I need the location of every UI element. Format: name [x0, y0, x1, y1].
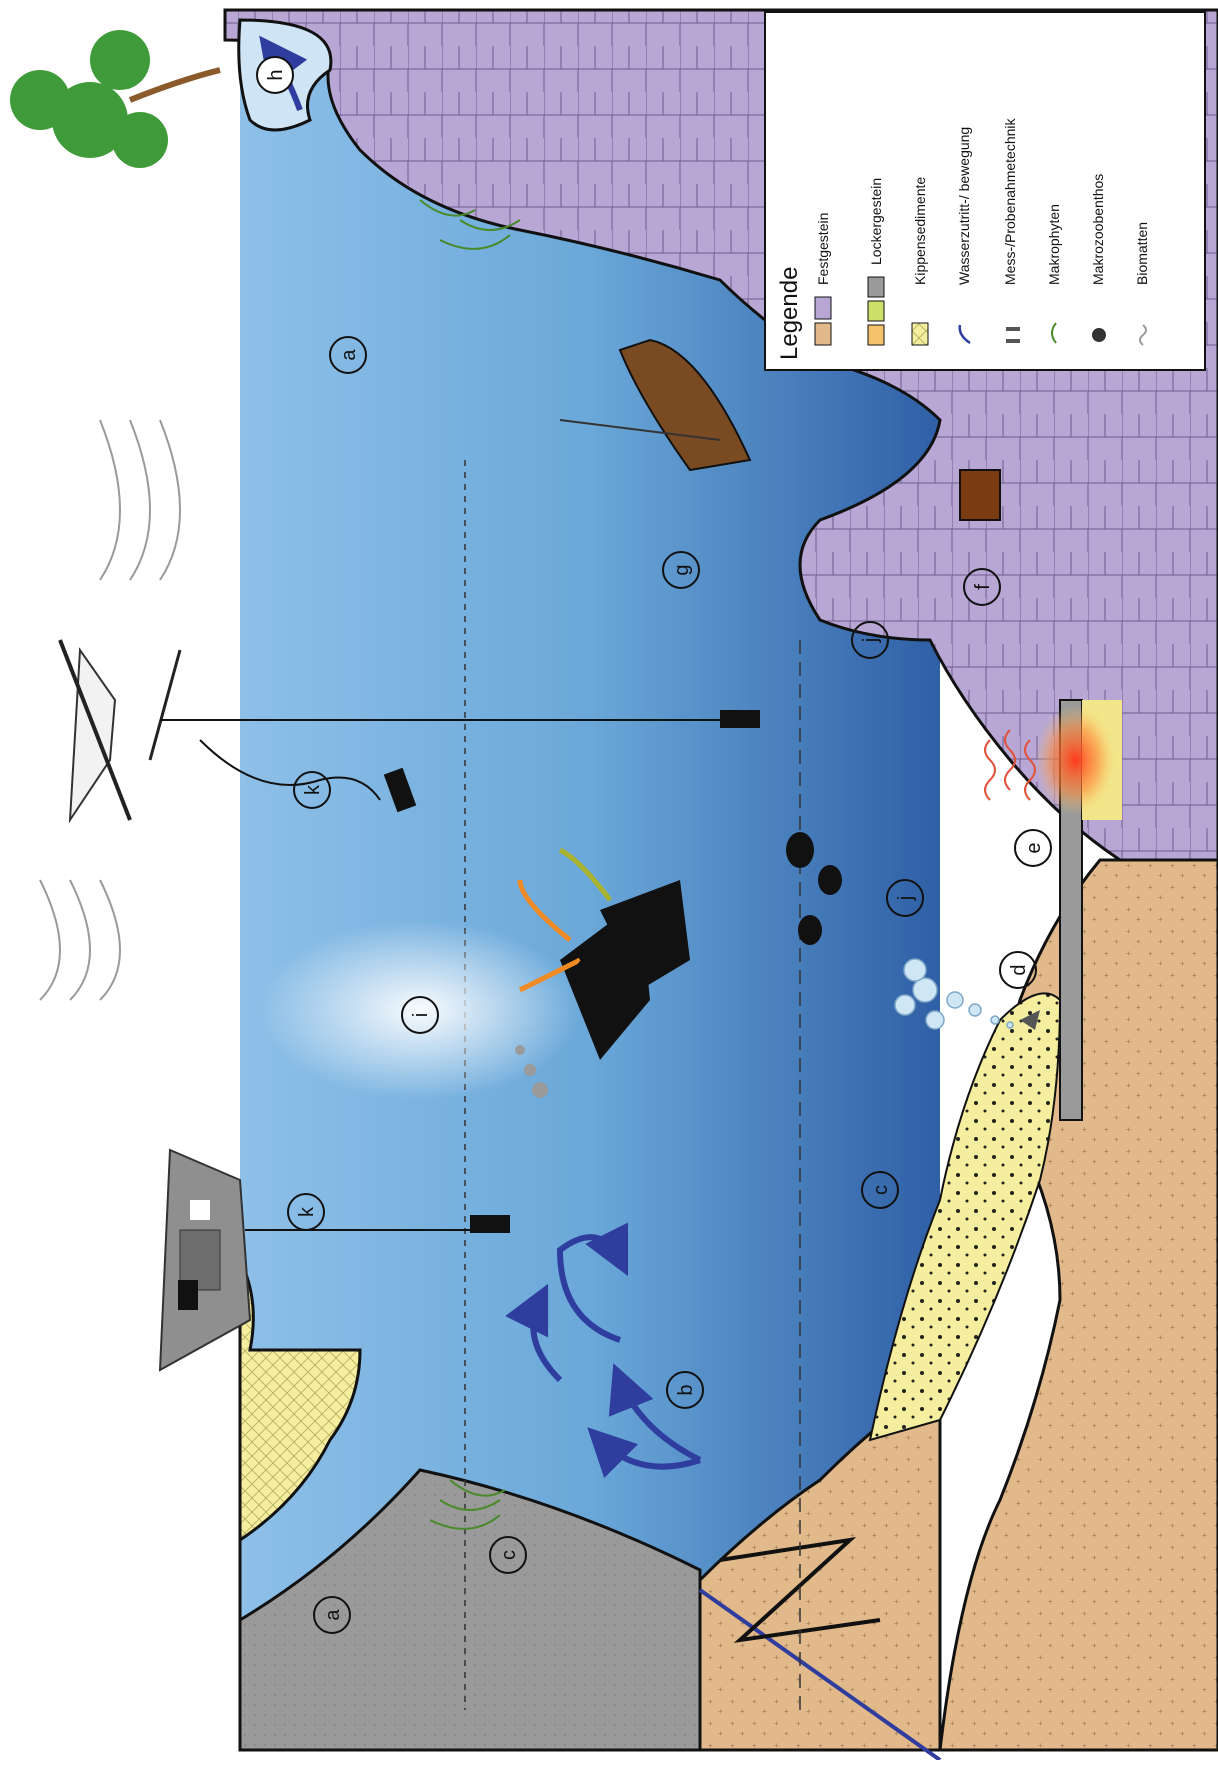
treasure-chest-f [960, 470, 1000, 520]
label-d: d [1000, 952, 1036, 988]
svg-text:k: k [302, 784, 324, 795]
research-boat [160, 1150, 250, 1370]
legend-item-wasserzutritt: Wasserzutritt-/ bewegung [956, 127, 972, 285]
legend-item-messtechnik: Mess-/Probenahmetechnik [1002, 117, 1018, 285]
label-h: h [257, 57, 293, 93]
svg-text:d: d [1008, 964, 1030, 975]
svg-text:j: j [860, 638, 882, 643]
svg-text:e: e [1023, 842, 1045, 853]
legend-item-makrozoobenthos: Makrozoobenthos [1090, 174, 1106, 285]
svg-text:g: g [671, 564, 693, 575]
svg-text:b: b [675, 1384, 697, 1395]
svg-text:f: f [972, 584, 994, 590]
legend-item-lockergestein: Lockergestein [868, 178, 884, 265]
label-e: e [1015, 830, 1051, 866]
legend-item-festgestein: Festgestein [815, 213, 831, 285]
legend-item-biomatten: Biomatten [1134, 222, 1150, 285]
svg-text:k: k [583, 969, 605, 980]
svg-text:h: h [265, 69, 287, 80]
legend: Legende Festgestein Lockergestein Kippen… [765, 12, 1205, 370]
helicopter [60, 640, 180, 820]
svg-text:c: c [498, 1550, 520, 1560]
svg-text:j: j [895, 896, 917, 901]
svg-text:i: i [410, 1013, 432, 1017]
boat-probe [470, 1215, 510, 1233]
svg-text:c: c [870, 1185, 892, 1195]
legend-item-makrophyten: Makrophyten [1046, 204, 1062, 285]
thermal-glow-e [1035, 705, 1115, 815]
helicopter-probe [720, 710, 760, 728]
legend-title: Legende [776, 267, 803, 360]
tree [10, 30, 220, 168]
svg-text:k: k [296, 1206, 318, 1217]
svg-text:a: a [322, 1609, 344, 1621]
legend-item-kippensedimente: Kippensedimente [912, 177, 928, 285]
svg-text:a: a [338, 349, 360, 361]
